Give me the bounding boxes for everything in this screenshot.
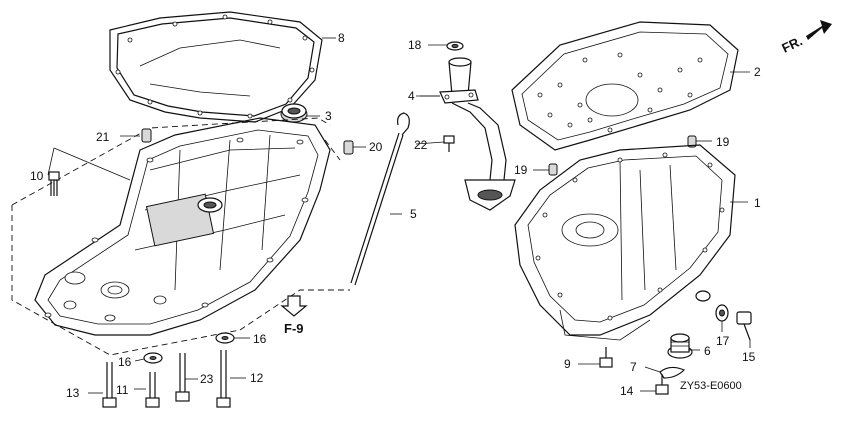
- callout-15: 15: [742, 350, 756, 364]
- oil-seal-part-3: [280, 103, 308, 123]
- reference-label: F-9: [284, 321, 304, 336]
- washer-part-17: [715, 304, 729, 332]
- bolt-part-9: [578, 347, 613, 368]
- oil-filler-pipe-part-4: [420, 41, 516, 211]
- clip-part-7: [644, 366, 686, 379]
- dashed-envelope: [11, 117, 350, 356]
- drain-bolt-part-15: [736, 311, 752, 348]
- callout-20: 20: [369, 140, 383, 154]
- callout-22: 22: [414, 138, 428, 152]
- direction-arrow: [806, 20, 832, 40]
- bolt-part-10: [47, 147, 131, 196]
- dowel-part-21: [120, 128, 152, 143]
- bolt-part-13: [88, 362, 117, 408]
- callout-12: 12: [250, 371, 264, 385]
- direction-label: FR.: [779, 33, 804, 55]
- callout-2: 2: [754, 65, 761, 79]
- bolt-part-22: [443, 135, 455, 152]
- washer-part-16-right: [215, 332, 250, 344]
- callout-14: 14: [620, 384, 634, 398]
- callout-3: 3: [325, 109, 332, 123]
- callout-10: 10: [30, 169, 44, 183]
- diagram-code: ZY53-E0600: [680, 380, 742, 392]
- callout-19-lower: 19: [514, 163, 528, 177]
- callout-18: 18: [408, 38, 422, 52]
- callout-13: 13: [66, 386, 80, 400]
- reference-arrow: [280, 295, 308, 317]
- callout-17: 17: [716, 334, 730, 348]
- dipstick-part-5: [350, 112, 410, 286]
- bolt-part-23: [175, 353, 198, 402]
- strainer-part-6: [667, 333, 700, 359]
- gasket-part-2: [511, 21, 750, 151]
- washer-part-16-left: [134, 352, 163, 364]
- callout-9: 9: [564, 357, 571, 371]
- callout-8: 8: [338, 31, 345, 45]
- callout-1: 1: [754, 196, 761, 210]
- dowel-part-19-lower: [533, 163, 558, 176]
- oil-pan-part-1: [514, 144, 748, 341]
- callout-5: 5: [410, 207, 417, 221]
- callout-16-right: 16: [253, 332, 267, 346]
- callout-4: 4: [408, 89, 415, 103]
- callout-7: 7: [630, 360, 637, 374]
- oil-case-left: [34, 117, 331, 336]
- bolt-part-14: [640, 374, 669, 395]
- bolt-part-11: [134, 372, 160, 408]
- bolt-part-12: [216, 350, 246, 408]
- callout-23: 23: [200, 372, 214, 386]
- dowel-part-20: [343, 140, 366, 155]
- dowel-part-19-upper: [687, 135, 712, 148]
- callout-6: 6: [704, 344, 711, 358]
- callout-19-upper: 19: [716, 135, 730, 149]
- callout-16-left: 16: [118, 355, 132, 369]
- callout-21: 21: [96, 130, 110, 144]
- callout-11: 11: [116, 383, 129, 397]
